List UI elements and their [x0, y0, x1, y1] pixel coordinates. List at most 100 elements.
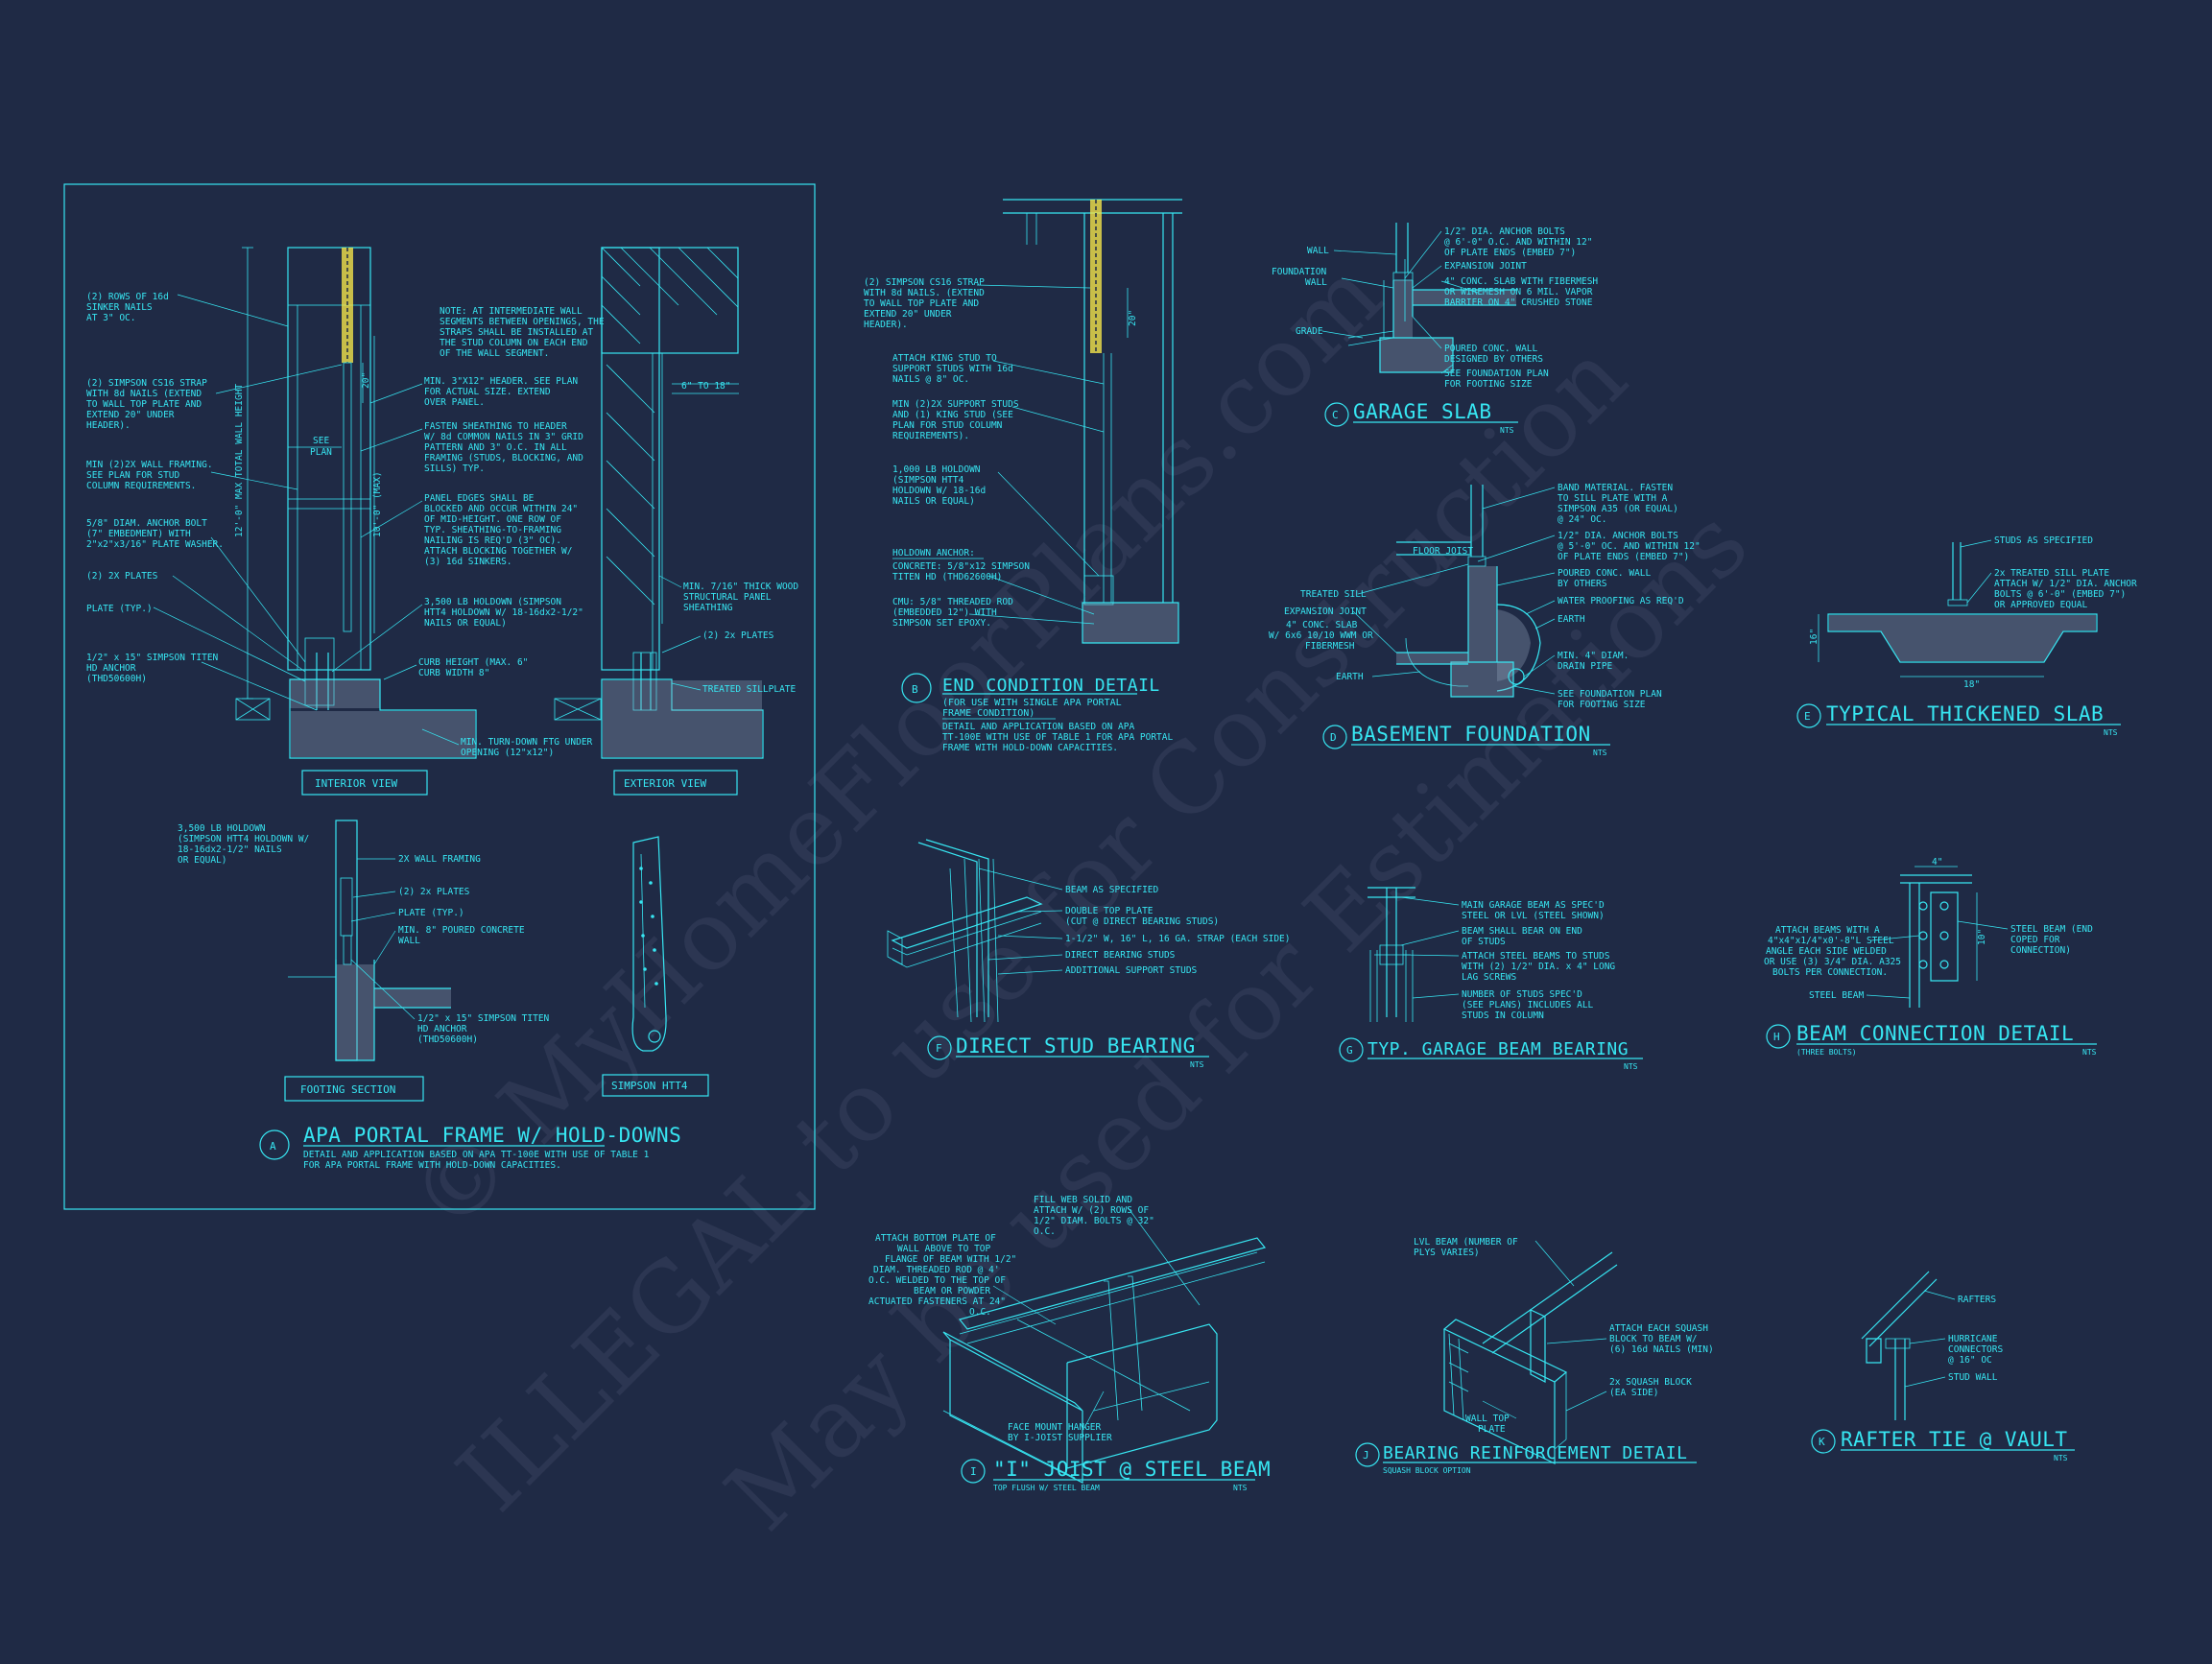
note: ANGLE EACH SIDE WELDED	[1766, 946, 1887, 957]
simpson-htt4-drawing	[631, 836, 667, 1052]
detail-d-tag-circle	[1322, 725, 1347, 749]
interior-view-label-box	[301, 770, 428, 796]
detail-g-notes: MAIN GARAGE BEAM AS SPEC'D STEEL OR LVL …	[1400, 896, 1615, 1021]
dim-strap-20: 20"	[361, 372, 371, 389]
note: (SEE PLANS) INCLUDES ALL	[1462, 1000, 1594, 1010]
note: FACE MOUNT HANGER	[1008, 1422, 1102, 1433]
note: O.C. WELDED TO THE TOP OF	[868, 1275, 1006, 1286]
note: OR USE (3) 3/4" DIA. A325	[1764, 957, 1901, 967]
note: 2"x2"x3/16" PLATE WASHER.	[86, 539, 224, 550]
note: NUMBER OF STUDS SPEC'D	[1462, 989, 1582, 1000]
detail-b-desc-3: FRAME WITH HOLD-DOWN CAPACITIES.	[942, 743, 1118, 753]
note: ADDITIONAL SUPPORT STUDS	[1065, 965, 1198, 976]
note: SINKER NAILS	[86, 302, 153, 313]
note: HURRICANE	[1948, 1334, 1998, 1344]
note: ATTACH BLOCKING TOGETHER W/	[424, 546, 572, 557]
note: FRAMING (STUDS, BLOCKING, AND	[424, 453, 583, 464]
note: LVL BEAM (NUMBER OF	[1414, 1237, 1518, 1248]
detail-i-notes: ATTACH BOTTOM PLATE OF WALL ABOVE TO TOP…	[868, 1195, 1201, 1443]
note: EXTEND 20" UNDER	[864, 309, 952, 320]
note: 1/2" x 15" SIMPSON TITEN	[86, 653, 219, 663]
note: POURED CONC. WALL	[1444, 344, 1538, 354]
note: EXTEND 20" UNDER	[86, 410, 175, 420]
note: CONNECTION)	[2010, 945, 2071, 956]
note: MAIN GARAGE BEAM AS SPEC'D	[1462, 900, 1605, 911]
detail-c-labels: WALL FOUNDATION WALL GRADE 1/2" DIA. ANC…	[1272, 226, 1598, 390]
footing-section-label-box	[284, 1076, 424, 1102]
note: CONNECTORS	[1948, 1344, 2003, 1355]
note: 3,500 LB HOLDOWN	[178, 823, 266, 834]
interior-view-label: INTERIOR VIEW	[315, 777, 397, 790]
note: 4"x4"x1/4"x0'-8"L STEEL	[1768, 936, 1894, 946]
note: ATTACH EACH SQUASH	[1609, 1323, 1708, 1334]
note: WITH 8d NAILS (EXTEND	[86, 389, 202, 399]
detail-j-drawing	[1442, 1251, 1618, 1464]
note: HD ANCHOR	[417, 1024, 467, 1034]
detail-d-title: BASEMENT FOUNDATION	[1351, 723, 1591, 746]
note: MIN. 4" DIAM.	[1558, 651, 1629, 661]
note: TYP. SHEATHING-TO-FRAMING	[424, 525, 561, 535]
detail-e-notes: STUDS AS SPECIFIED 2x TREATED SILL PLATE…	[1960, 535, 2137, 610]
note: NAILS @ 8" OC.	[892, 374, 969, 385]
detail-h-title: BEAM CONNECTION DETAIL	[1796, 1022, 2074, 1045]
note: OR EQUAL)	[178, 855, 226, 866]
detail-b-drawing: 20"	[1003, 199, 1182, 644]
detail-b-sub-2: FRAME CONDITION)	[942, 708, 1035, 719]
note: HEADER).	[86, 420, 131, 431]
note: @ 5'-0" OC. AND WITHIN 12"	[1558, 541, 1701, 552]
detail-f-notes: BEAM AS SPECIFIED DOUBLE TOP PLATE (CUT …	[978, 868, 1291, 976]
detail-i-tag: I	[970, 1465, 977, 1478]
note: HD ANCHOR	[86, 663, 136, 674]
note: 4" CONC. SLAB WITH FIBERMESH	[1444, 276, 1598, 287]
detail-a-interior-view	[235, 247, 477, 759]
detail-c-drawing	[1347, 223, 1516, 373]
note: ATTACH W/ (2) ROWS OF	[1034, 1205, 1149, 1216]
detail-g-drawing	[1368, 887, 1415, 1022]
note: SIMPSON A35 (OR EQUAL)	[1558, 504, 1678, 514]
note: (SIMPSON HTT4	[892, 475, 964, 486]
note: STEEL BEAM	[1809, 990, 1864, 1001]
note: SEE PLAN FOR STUD	[86, 470, 180, 481]
note: @ 16" OC	[1948, 1355, 1992, 1366]
detail-h-sub: (THREE BOLTS)	[1796, 1048, 1857, 1057]
detail-h-dim-side: 10"	[1977, 929, 1987, 945]
note: DESIGNED BY OTHERS	[1444, 354, 1543, 365]
note: (EMBEDDED 12") WITH	[892, 607, 997, 618]
detail-h-tag: H	[1773, 1031, 1780, 1043]
simpson-htt4-label-box	[602, 1074, 709, 1097]
note: OPENING (12"x12")	[461, 748, 554, 758]
detail-e-tag-circle	[1796, 703, 1821, 728]
detail-d-labels: FLOOR JOIST TREATED SILL EXPANSION JOINT…	[1269, 483, 1701, 710]
label: FIBERMESH	[1305, 641, 1355, 652]
note: MIN (2)2X SUPPORT STUDS	[892, 399, 1019, 410]
detail-b-title: END CONDITION DETAIL	[942, 676, 1160, 696]
note: W/ 8d COMMON NAILS IN 3" GRID	[424, 432, 583, 442]
note: 1/2" DIA. ANCHOR BOLTS	[1558, 531, 1678, 541]
note: 2x SQUASH BLOCK	[1609, 1377, 1692, 1388]
note: STUD WALL	[1948, 1372, 1998, 1383]
note: O.C.	[1034, 1226, 1056, 1237]
detail-e-dim-width: 18"	[1963, 679, 1980, 690]
detail-g-title: TYP. GARAGE BEAM BEARING	[1368, 1039, 1629, 1059]
note: STEEL OR LVL (STEEL SHOWN)	[1462, 911, 1605, 921]
note: ATTACH BOTTOM PLATE OF	[875, 1233, 996, 1244]
label: WALL	[1307, 246, 1329, 256]
detail-k-title: RAFTER TIE @ VAULT	[1841, 1428, 2068, 1451]
note: BARRIER ON 4" CRUSHED STONE	[1444, 297, 1593, 308]
label: GRADE	[1296, 326, 1323, 337]
note: BEAM SHALL BEAR ON END	[1462, 926, 1582, 937]
dim-plan: PLAN	[310, 447, 332, 458]
dim-wall-height-max: 10'-0" (MAX)	[372, 471, 383, 537]
note: ATTACH STEEL BEAMS TO STUDS	[1462, 951, 1610, 962]
note: 5/8" DIAM. ANCHOR BOLT	[86, 518, 207, 529]
note: SIMPSON SET EPOXY.	[892, 618, 991, 629]
dim-total-wall-height: 12'-0" MAX TOTAL WALL HEIGHT	[234, 384, 245, 537]
note: FOR FOOTING SIZE	[1444, 379, 1533, 390]
note: STUDS AS SPECIFIED	[1994, 535, 2093, 546]
note: OR APPROVED EQUAL	[1994, 600, 2088, 610]
note: (3) 16d SINKERS.	[424, 557, 512, 567]
note: (2) 2x PLATES	[398, 887, 470, 897]
detail-c-tag-circle	[1324, 402, 1349, 427]
note: (7" EMBEDMENT) WITH	[86, 529, 191, 539]
